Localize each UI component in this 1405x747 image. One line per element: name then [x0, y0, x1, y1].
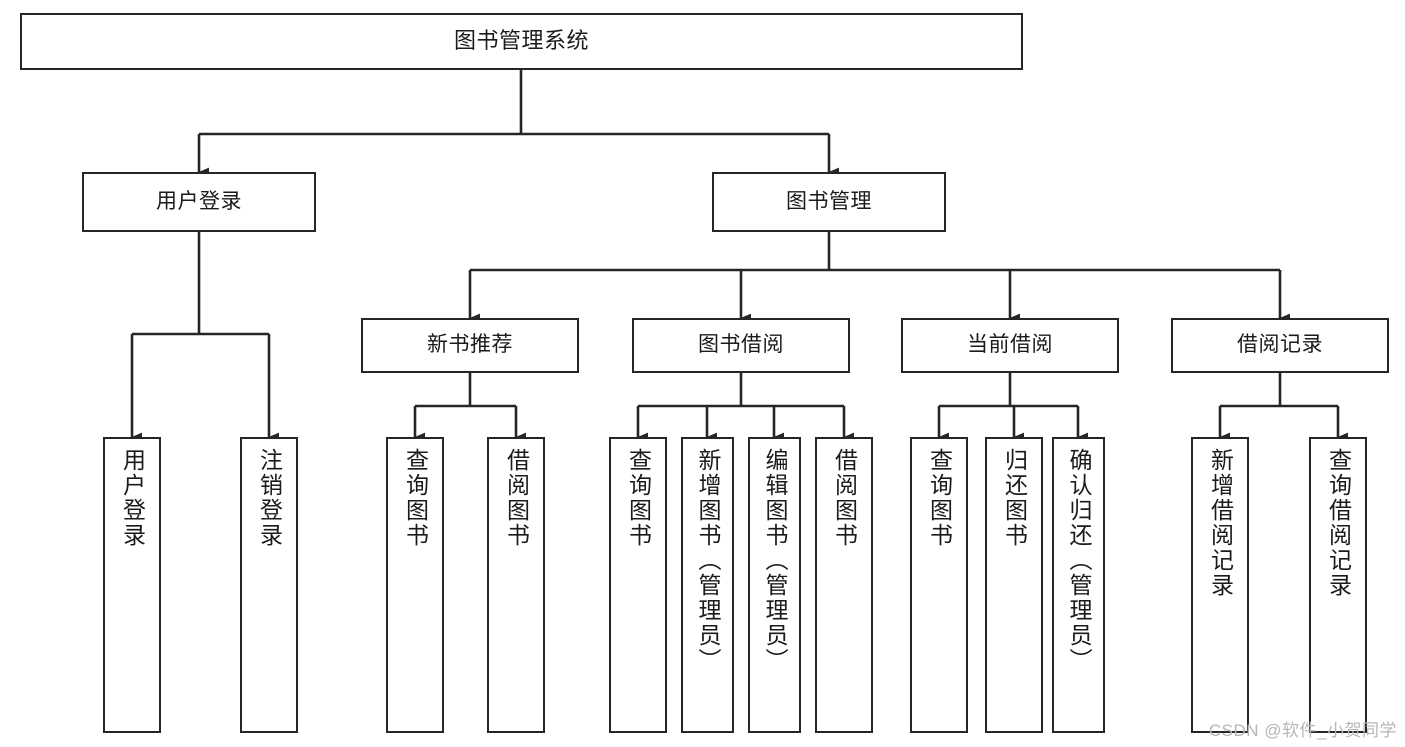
node-label: 查询图书 [926, 448, 953, 548]
node-label: 用户登录 [156, 189, 242, 213]
node-label: 当前借阅 [967, 333, 1053, 357]
node-leaf-query-book-3[interactable]: 查询图书 [910, 437, 968, 733]
node-leaf-add-book-admin[interactable]: 新增图书（管理员） [681, 437, 734, 733]
node-leaf-borrow-book-2[interactable]: 借阅图书 [815, 437, 873, 733]
node-leaf-add-borrow-record[interactable]: 新增借阅记录 [1191, 437, 1249, 733]
node-current-borrow[interactable]: 当前借阅 [901, 318, 1119, 373]
node-borrow-record[interactable]: 借阅记录 [1171, 318, 1389, 373]
node-new-book-recommend[interactable]: 新书推荐 [361, 318, 579, 373]
node-leaf-return-book[interactable]: 归还图书 [985, 437, 1043, 733]
node-label: 新增图书（管理员） [695, 448, 721, 673]
node-label: 借阅图书 [831, 448, 858, 548]
node-label: 图书借阅 [698, 333, 784, 357]
node-label: 新书推荐 [427, 333, 513, 357]
node-book-management[interactable]: 图书管理 [712, 172, 946, 232]
node-leaf-user-login[interactable]: 用户登录 [103, 437, 161, 733]
node-label: 借阅图书 [503, 448, 530, 548]
node-leaf-edit-book-admin[interactable]: 编辑图书（管理员） [748, 437, 801, 733]
node-label: 注销登录 [256, 448, 283, 548]
node-label: 归还图书 [1001, 448, 1028, 548]
node-label: 图书管理系统 [453, 28, 589, 54]
csdn-watermark: CSDN @软件_小贺同学 [1208, 721, 1397, 740]
node-root-图书管理系统[interactable]: 图书管理系统 [20, 13, 1023, 70]
node-label: 查询图书 [625, 448, 652, 548]
node-label: 查询图书 [402, 448, 429, 548]
node-leaf-query-book-2[interactable]: 查询图书 [609, 437, 667, 733]
node-label: 编辑图书（管理员） [762, 448, 788, 673]
node-leaf-confirm-return-admin[interactable]: 确认归还（管理员） [1052, 437, 1105, 733]
node-leaf-query-borrow-record[interactable]: 查询借阅记录 [1309, 437, 1367, 733]
node-label: 用户登录 [119, 448, 146, 548]
node-label: 确认归还（管理员） [1066, 448, 1092, 673]
node-label: 查询借阅记录 [1325, 448, 1352, 598]
node-label: 新增借阅记录 [1207, 448, 1234, 598]
node-leaf-borrow-book-1[interactable]: 借阅图书 [487, 437, 545, 733]
node-leaf-logout-login[interactable]: 注销登录 [240, 437, 298, 733]
node-label: 借阅记录 [1237, 333, 1323, 357]
node-label: 图书管理 [786, 189, 872, 213]
node-user-login[interactable]: 用户登录 [82, 172, 316, 232]
node-book-borrow[interactable]: 图书借阅 [632, 318, 850, 373]
node-leaf-query-book-1[interactable]: 查询图书 [386, 437, 444, 733]
